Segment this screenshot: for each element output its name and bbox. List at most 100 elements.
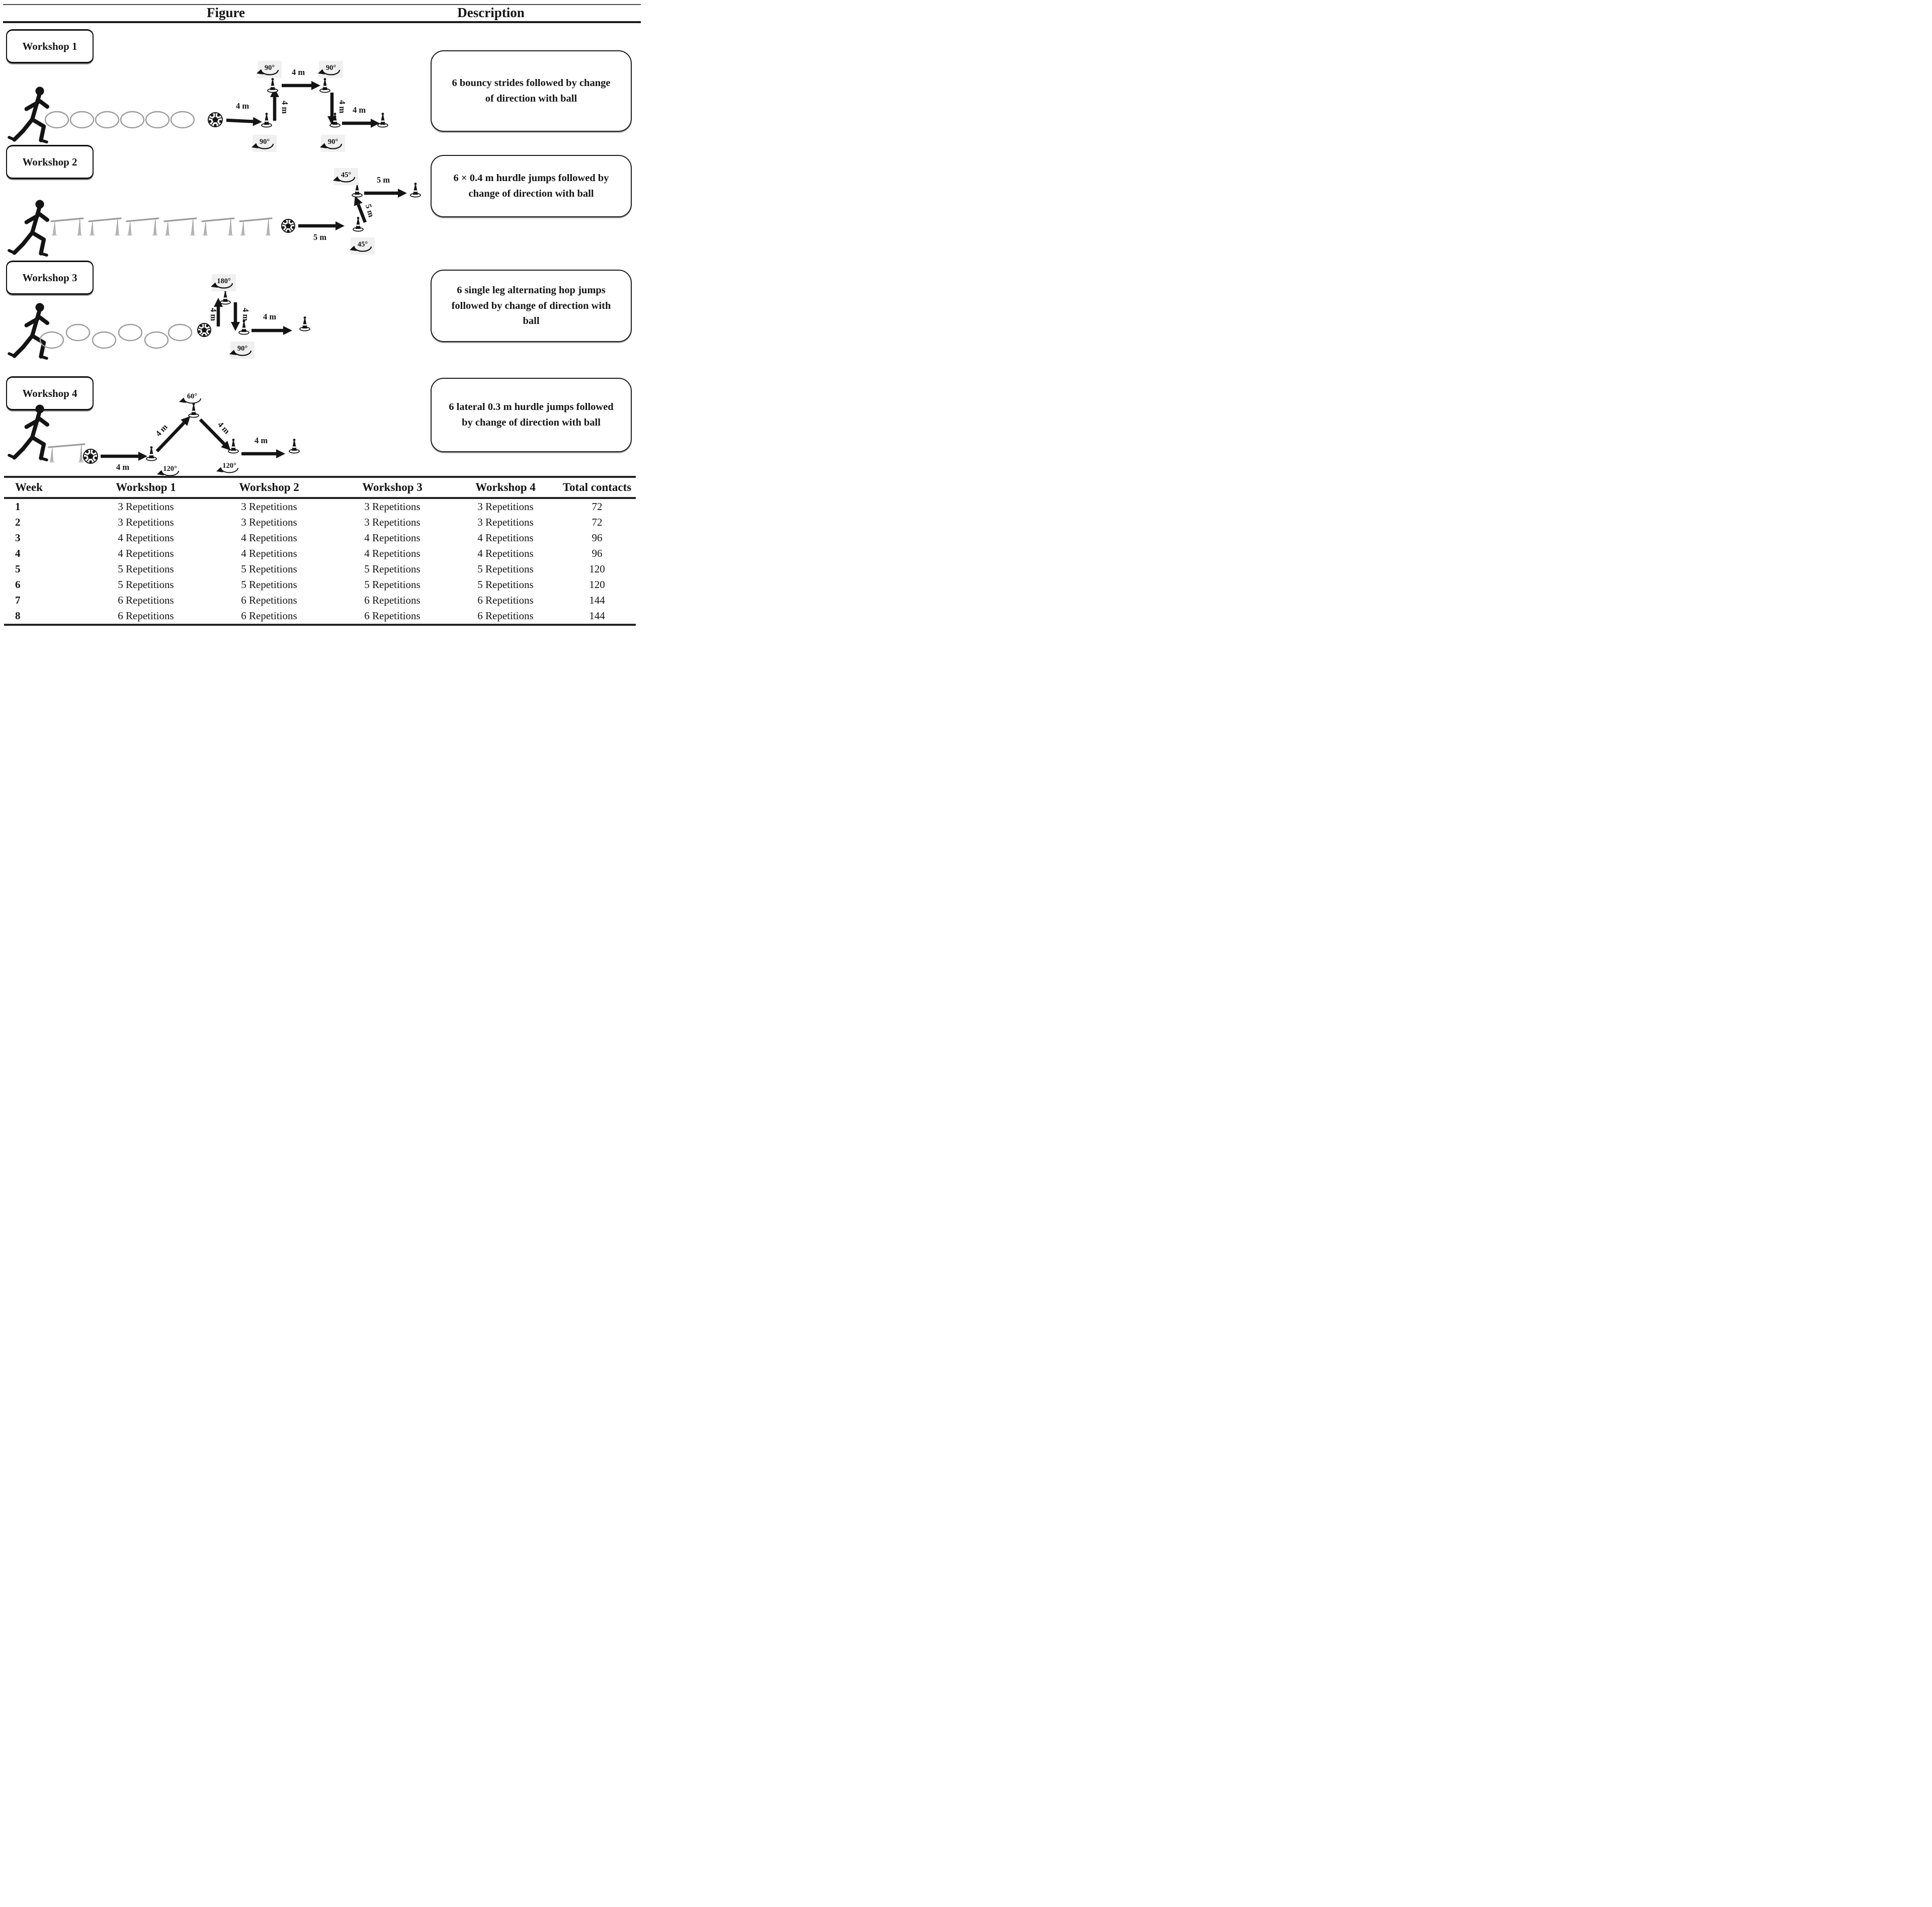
cone-icon <box>377 113 388 128</box>
table-cell: 3 Repetitions <box>118 501 174 513</box>
ring-icon <box>65 323 91 342</box>
table-cell: 6 Repetitions <box>477 594 534 606</box>
distance-label: 5 m <box>364 203 376 218</box>
table-cell: 72 <box>592 516 603 528</box>
table-cell: 1 <box>15 501 21 513</box>
distance-arrow <box>364 189 407 198</box>
cone-icon <box>267 78 278 93</box>
hurdle-icon <box>88 217 122 236</box>
soccer-ball-icon <box>208 112 223 127</box>
distance-arrow <box>214 298 223 326</box>
table-cell: 4 Repetitions <box>364 547 421 559</box>
distance-arrow <box>282 81 320 90</box>
distance-label: 4 m <box>209 308 218 321</box>
soccer-ball-icon <box>197 323 211 337</box>
cone-icon <box>319 78 330 93</box>
ring-icon <box>92 331 117 349</box>
header-rule <box>3 21 641 23</box>
distance-label: 4 m <box>241 308 250 321</box>
ring-icon <box>69 111 95 129</box>
runner-icon <box>8 200 50 257</box>
table-cell: 5 Repetitions <box>241 578 297 591</box>
svg-text:180°: 180° <box>217 277 231 285</box>
table-cell: 5 Repetitions <box>118 563 174 575</box>
distance-arrow <box>270 88 279 121</box>
table-cell: 6 Repetitions <box>364 610 421 622</box>
svg-text:60°: 60° <box>187 392 198 400</box>
svg-text:90°: 90° <box>265 64 275 72</box>
table-cell: 120 <box>589 578 605 591</box>
table-cell: 5 Repetitions <box>241 563 297 575</box>
cone-icon <box>289 439 300 454</box>
workshop-1-description: 6 bouncy strides followed by change of d… <box>431 50 632 132</box>
runner-icon <box>8 404 50 462</box>
distance-label: 5 m <box>377 175 390 185</box>
table-cell: 6 Repetitions <box>364 594 421 606</box>
table-column-header: Week <box>4 477 86 499</box>
workshop-2-label: Workshop 2 <box>6 145 94 179</box>
svg-text:45°: 45° <box>358 240 368 248</box>
table-cell: 4 Repetitions <box>477 547 534 559</box>
table-cell: 144 <box>589 594 605 606</box>
distance-arrow <box>251 326 292 335</box>
distance-arrow <box>231 302 240 331</box>
rotation-badge: 90° <box>257 61 282 78</box>
hurdle-icon <box>239 217 273 236</box>
cone-icon <box>220 290 231 305</box>
table-column-header: Workshop 2 <box>206 477 332 499</box>
table-row: 7 6 Repetitions 6 Repetitions 6 Repetitions… <box>4 593 636 608</box>
distance-arrow <box>298 221 345 230</box>
ring-icon <box>118 323 143 342</box>
distance-label: 4 m <box>116 462 129 472</box>
table-column-header: Workshop 1 <box>86 477 206 499</box>
table-cell: 6 Repetitions <box>477 610 534 622</box>
runner-icon <box>8 303 50 360</box>
hurdle-icon <box>163 217 197 236</box>
rotation-badge: 90° <box>320 135 345 152</box>
distance-label: 4 m <box>280 101 290 114</box>
table-cell: 5 Repetitions <box>364 563 421 575</box>
table-cell: 6 Repetitions <box>241 594 297 606</box>
table-cell: 6 Repetitions <box>241 610 297 622</box>
table-row: 4 4 Repetitions 4 Repetitions 4 Repetitions… <box>4 546 636 561</box>
ring-icon <box>120 111 145 129</box>
workshop-4-label: Workshop 4 <box>6 376 94 410</box>
cone-icon <box>329 113 341 128</box>
ring-icon <box>44 111 69 129</box>
description-column-header: Description <box>457 5 525 20</box>
table-cell: 5 <box>15 563 21 575</box>
svg-text:120°: 120° <box>222 462 236 470</box>
table-cell: 7 <box>15 594 21 606</box>
workshop-3-description: 6 single leg alternating hop jumps follo… <box>431 270 632 342</box>
ring-icon <box>145 111 170 129</box>
distance-arrow <box>226 117 262 126</box>
cone-icon <box>228 439 239 454</box>
svg-text:90°: 90° <box>260 138 270 146</box>
svg-text:90°: 90° <box>328 138 339 146</box>
distance-arrow <box>241 449 285 458</box>
rotation-badge: 180° <box>211 274 236 291</box>
cone-icon <box>299 316 310 331</box>
table-cell: 4 <box>15 547 21 559</box>
distance-arrow <box>354 196 367 223</box>
table-cell: 8 <box>15 610 21 622</box>
table-cell: 6 Repetitions <box>118 610 174 622</box>
table-cell: 2 <box>15 516 21 528</box>
ring-icon <box>144 331 169 349</box>
cone-icon <box>146 446 157 461</box>
top-rule <box>3 4 641 5</box>
distance-arrow <box>101 452 147 461</box>
table-cell: 4 Repetitions <box>118 547 174 559</box>
table-cell: 72 <box>592 501 603 513</box>
table-cell: 5 Repetitions <box>118 578 174 591</box>
cone-icon <box>261 113 272 128</box>
table-row: 8 6 Repetitions 6 Repetitions 6 Repetitions… <box>4 608 636 625</box>
soccer-ball-icon <box>281 219 295 233</box>
ring-icon <box>170 111 195 129</box>
